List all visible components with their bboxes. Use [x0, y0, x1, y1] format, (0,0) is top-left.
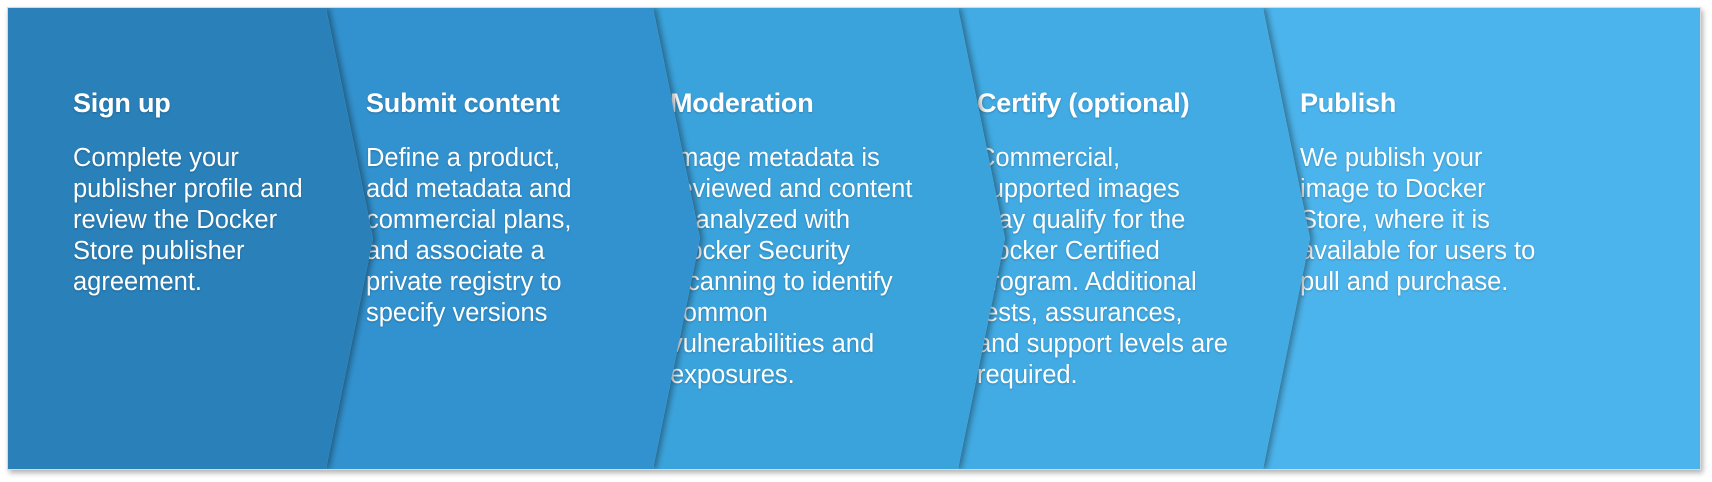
chevron-shape-icon: [958, 8, 1310, 469]
chevron-stage-body-wrap: Define a product, add metadata and comme…: [366, 143, 609, 329]
chevron-stage-body-wrap: We publish your image to Docker Store, w…: [1300, 143, 1550, 298]
chevron-stage-content: Submit content Define a product, add met…: [366, 8, 609, 469]
stage-body: Commercial, supported images may qualify…: [977, 144, 1228, 389]
chevron-shape-icon: [653, 8, 1005, 469]
chevron-shape-icon: [1263, 8, 1700, 469]
chevron-stage-submit-content[interactable]: Submit content Define a product, add met…: [319, 8, 719, 469]
chevron-stage-title-wrap: Sign up: [73, 88, 171, 118]
diagram-frame: Sign up Complete your publisher profile …: [7, 7, 1701, 470]
chevron-stage-body-wrap: Complete your publisher profile and revi…: [73, 143, 303, 298]
stage-title: Moderation: [670, 88, 814, 118]
chevron-stage-title-wrap: Submit content: [366, 88, 560, 118]
stage-body: We publish your image to Docker Store, w…: [1300, 144, 1536, 296]
stage-body: Image metadata is reviewed and content i…: [670, 144, 913, 389]
stage-body: Complete your publisher profile and revi…: [73, 144, 303, 296]
stage-title: Submit content: [366, 88, 560, 118]
stage-title: Certify (optional): [977, 88, 1190, 118]
stage-title: Sign up: [73, 88, 171, 118]
chevron-stage-body-wrap: Commercial, supported images may qualify…: [977, 143, 1229, 391]
chevron-shape-icon: [8, 8, 373, 469]
chevron-stage-content: Sign up Complete your publisher profile …: [73, 8, 303, 469]
chevron-stage-content: Certify (optional) Commercial, supported…: [977, 8, 1229, 469]
chevron-stage-layer: Sign up Complete your publisher profile …: [8, 8, 1700, 469]
chevron-stage-sign-up[interactable]: Sign up Complete your publisher profile …: [8, 8, 380, 469]
chevron-stage-content: Publish We publish your image to Docker …: [1300, 8, 1550, 469]
chevron-stage-body-wrap: Image metadata is reviewed and content i…: [670, 143, 915, 391]
chevron-stage-certify[interactable]: Certify (optional) Commercial, supported…: [951, 8, 1325, 469]
chevron-stage-title-wrap: Publish: [1300, 88, 1396, 118]
stage-body: Define a product, add metadata and comme…: [366, 144, 572, 327]
chevron-stage-moderation[interactable]: Moderation Image metadata is reviewed an…: [646, 8, 1024, 469]
chevron-stage-title-wrap: Moderation: [670, 88, 814, 118]
stage-title: Publish: [1300, 88, 1397, 118]
chevron-stage-content: Moderation Image metadata is reviewed an…: [670, 8, 915, 469]
chevron-stage-publish[interactable]: Publish We publish your image to Docker …: [1256, 8, 1700, 469]
chevron-stage-title-wrap: Certify (optional): [977, 88, 1190, 118]
chevron-shape-icon: [326, 8, 700, 469]
